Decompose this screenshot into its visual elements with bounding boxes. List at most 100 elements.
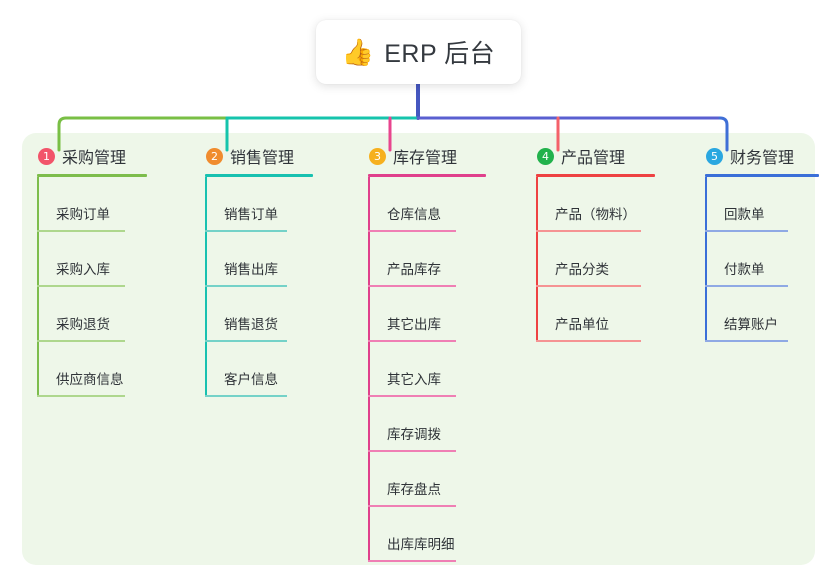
- branch-item-label: 回款单: [724, 207, 765, 222]
- branch-item[interactable]: 产品分类: [521, 232, 655, 287]
- branch-item-label: 库存盘点: [387, 482, 441, 497]
- branch-header[interactable]: 2 销售管理: [190, 144, 313, 168]
- branch-items: 销售订单销售出库销售退货客户信息: [190, 177, 313, 397]
- branch-item-label: 采购退货: [56, 317, 110, 332]
- branch-number-badge: 1: [38, 147, 55, 165]
- branch-number-badge: 2: [206, 147, 223, 165]
- branch-item-label: 采购入库: [56, 262, 110, 277]
- branch-item[interactable]: 销售退货: [190, 287, 313, 342]
- branch-item-rule: [37, 340, 125, 342]
- branch-item-label: 供应商信息: [56, 372, 124, 387]
- root-node[interactable]: 👍 ERP 后台: [316, 20, 521, 84]
- branch-item-rule: [205, 230, 287, 232]
- branch-title: 财务管理: [730, 150, 795, 167]
- branch-item-label: 库存调拨: [387, 427, 441, 442]
- branch-item[interactable]: 销售订单: [190, 177, 313, 232]
- thumbs-up-icon: 👍: [341, 37, 375, 67]
- branch-number-badge: 5: [706, 147, 723, 165]
- branch-item[interactable]: 供应商信息: [22, 342, 147, 397]
- branch-item-label: 销售出库: [224, 262, 278, 277]
- branch-trunk-line: [368, 177, 370, 562]
- branch-item[interactable]: 采购退货: [22, 287, 147, 342]
- branch-item-rule: [536, 230, 641, 232]
- branch-item-rule: [205, 285, 287, 287]
- branch-item[interactable]: 其它出库: [353, 287, 486, 342]
- branch-item-label: 客户信息: [224, 372, 278, 387]
- branch-header-rule: [368, 174, 486, 177]
- branch-trunk-line: [37, 177, 39, 397]
- branch-item-label: 产品库存: [387, 262, 441, 277]
- branch-item[interactable]: 客户信息: [190, 342, 313, 397]
- branch-item-rule: [37, 285, 125, 287]
- branch-item-label: 产品分类: [555, 262, 609, 277]
- branch-header-rule: [536, 174, 655, 177]
- branch-trunk-line: [536, 177, 538, 342]
- branch-item-rule: [205, 395, 287, 397]
- branch-column-4: 4 产品管理产品（物料） 产品分类产品单位: [521, 144, 655, 342]
- branch-item-label: 销售退货: [224, 317, 278, 332]
- branch-item-rule: [368, 505, 456, 507]
- branch-item-rule: [705, 230, 788, 232]
- branch-item[interactable]: 采购订单: [22, 177, 147, 232]
- branch-trunk-line: [205, 177, 207, 397]
- branch-items: 仓库信息产品库存其它出库其它入库库存调拨库存盘点出库库明细: [353, 177, 486, 562]
- branch-item-label: 出库库明细: [387, 537, 455, 552]
- branch-item-rule: [205, 340, 287, 342]
- branch-item-label: 结算账户: [724, 317, 778, 332]
- branch-column-2: 2 销售管理销售订单销售出库销售退货客户信息: [190, 144, 313, 397]
- branch-item-label: 仓库信息: [387, 207, 441, 222]
- branch-header-rule: [705, 174, 819, 177]
- branch-item[interactable]: 回款单: [690, 177, 819, 232]
- branch-header[interactable]: 1 采购管理: [22, 144, 147, 168]
- branch-number-badge: 4: [537, 147, 554, 165]
- branch-title: 库存管理: [393, 150, 458, 167]
- branch-item-label: 采购订单: [56, 207, 110, 222]
- branch-header[interactable]: 5 财务管理: [690, 144, 819, 168]
- branch-title: 销售管理: [230, 150, 295, 167]
- branch-item[interactable]: 采购入库: [22, 232, 147, 287]
- branch-item[interactable]: 产品（物料）: [521, 177, 655, 232]
- branch-item[interactable]: 库存调拨: [353, 397, 486, 452]
- branch-items: 产品（物料） 产品分类产品单位: [521, 177, 655, 342]
- branch-item[interactable]: 产品单位: [521, 287, 655, 342]
- branch-item-rule: [536, 340, 641, 342]
- branch-item-rule: [37, 395, 125, 397]
- branch-item[interactable]: 仓库信息: [353, 177, 486, 232]
- branch-item-label: 销售订单: [224, 207, 278, 222]
- branch-items: 采购订单采购入库采购退货供应商信息: [22, 177, 147, 397]
- branch-item-rule: [368, 230, 456, 232]
- branch-item-rule: [536, 285, 641, 287]
- branch-item[interactable]: 付款单: [690, 232, 819, 287]
- branch-item-label: 产品（物料）: [555, 207, 636, 222]
- branch-item-rule: [705, 340, 788, 342]
- branch-item[interactable]: 出库库明细: [353, 507, 486, 562]
- branch-item[interactable]: 产品库存: [353, 232, 486, 287]
- branch-title: 产品管理: [561, 150, 626, 167]
- branch-item-label: 其它入库: [387, 372, 441, 387]
- branch-item[interactable]: 其它入库: [353, 342, 486, 397]
- branch-item[interactable]: 库存盘点: [353, 452, 486, 507]
- branch-trunk-line: [705, 177, 707, 342]
- branch-items: 回款单付款单结算账户: [690, 177, 819, 342]
- branch-item-rule: [705, 285, 788, 287]
- branch-number-badge: 3: [369, 147, 386, 165]
- branch-title: 采购管理: [62, 150, 127, 167]
- branches-panel: [22, 133, 815, 565]
- branch-header[interactable]: 3 库存管理: [353, 144, 486, 168]
- branch-item-rule: [37, 230, 125, 232]
- branch-header[interactable]: 4 产品管理: [521, 144, 655, 168]
- branch-header-rule: [37, 174, 147, 177]
- branch-item-rule: [368, 395, 456, 397]
- branch-item-label: 其它出库: [387, 317, 441, 332]
- branch-column-5: 5 财务管理回款单付款单结算账户: [690, 144, 819, 342]
- branch-column-1: 1 采购管理采购订单采购入库采购退货供应商信息: [22, 144, 147, 397]
- branch-item-rule: [368, 560, 456, 562]
- branch-item[interactable]: 结算账户: [690, 287, 819, 342]
- branch-item-rule: [368, 340, 456, 342]
- branch-item[interactable]: 销售出库: [190, 232, 313, 287]
- branch-item-label: 产品单位: [555, 317, 609, 332]
- branch-item-rule: [368, 450, 456, 452]
- branch-column-3: 3 库存管理仓库信息产品库存其它出库其它入库库存调拨库存盘点出库库明细: [353, 144, 486, 562]
- branch-header-rule: [205, 174, 313, 177]
